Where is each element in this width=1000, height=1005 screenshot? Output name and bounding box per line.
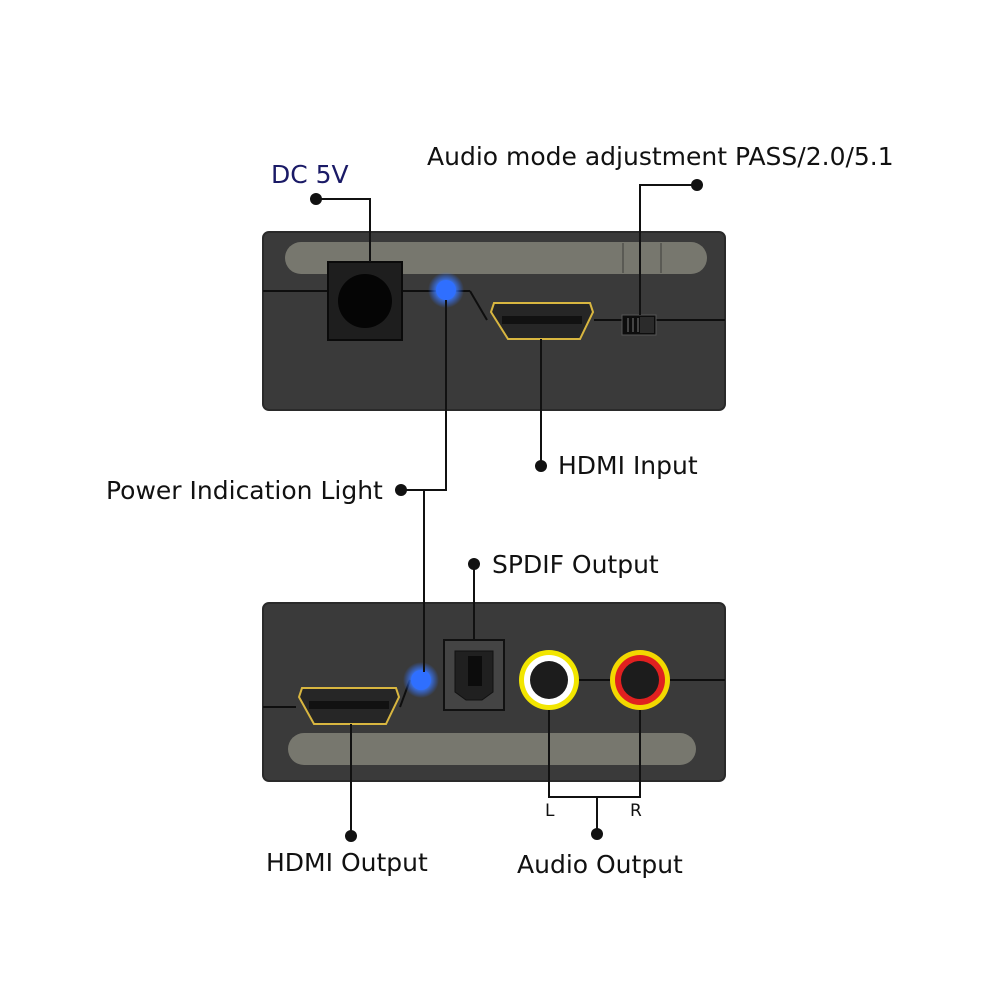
leader-power-light-top (401, 300, 447, 491)
audio-mode-label: Audio mode adjustment PASS/2.0/5.1 (427, 142, 894, 171)
switch-knob (640, 317, 654, 333)
device-seam (469, 290, 488, 321)
right-channel-label: R (630, 801, 642, 821)
leader-dots (310, 179, 703, 842)
power-led-bottom (411, 670, 431, 690)
leader-dot (345, 830, 357, 842)
leader-audio-mode (639, 184, 697, 315)
leader-dc-power (316, 198, 371, 262)
leader-audio-lr (548, 710, 641, 798)
dc-jack-socket (338, 274, 392, 328)
spdif-port-core (468, 656, 482, 686)
leader-dot (310, 193, 322, 205)
power-led-top (436, 280, 456, 300)
input-side-device (262, 231, 726, 411)
hdmi-output-pins (309, 701, 389, 709)
output-side-device (262, 602, 726, 782)
leader-dot (468, 558, 480, 570)
leader-dot (395, 484, 407, 496)
spdif-output-label: SPDIF Output (492, 550, 659, 579)
leader-dot (691, 179, 703, 191)
output-device-slot (288, 733, 696, 765)
power-light-label: Power Indication Light (106, 476, 383, 505)
rca-right-socket (621, 661, 659, 699)
hdmi-output-label: HDMI Output (266, 848, 428, 877)
leader-dot (535, 460, 547, 472)
dc-power-label: DC 5V (271, 160, 349, 189)
audio-output-label: Audio Output (517, 850, 683, 879)
hdmi-input-label: HDMI Input (558, 451, 698, 480)
left-channel-label: L (545, 801, 555, 821)
hdmi-input-pins (502, 316, 582, 324)
rca-left-socket (530, 661, 568, 699)
leader-dot (591, 828, 603, 840)
leader-lines (316, 184, 697, 836)
